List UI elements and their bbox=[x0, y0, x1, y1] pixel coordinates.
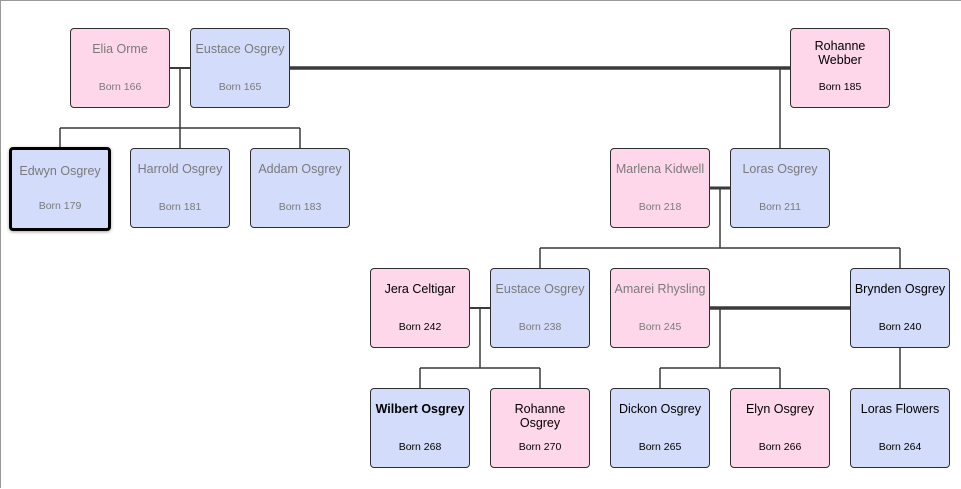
person-node-rohanne-osgrey[interactable]: Rohanne Osgrey Born 270 bbox=[490, 388, 590, 468]
person-name: Marlena Kidwell bbox=[615, 162, 705, 176]
person-name: Elyn Osgrey bbox=[745, 402, 815, 416]
person-birth: Born 266 bbox=[758, 441, 802, 453]
person-node-rohanne-webber[interactable]: Rohanne Webber Born 185 bbox=[790, 28, 890, 108]
person-node-amarei-rhysling[interactable]: Amarei Rhysling Born 245 bbox=[610, 268, 710, 348]
person-name: Wilbert Osgrey bbox=[375, 402, 465, 416]
person-birth: Born 185 bbox=[818, 81, 862, 93]
person-node-elyn-osgrey[interactable]: Elyn Osgrey Born 266 bbox=[730, 388, 830, 468]
person-birth: Born 166 bbox=[98, 81, 142, 93]
person-birth: Born 238 bbox=[518, 321, 562, 333]
person-name: Edwyn Osgrey bbox=[19, 164, 101, 178]
person-node-loras-flowers[interactable]: Loras Flowers Born 264 bbox=[850, 388, 950, 468]
person-node-elia-orme[interactable]: Elia Orme Born 166 bbox=[70, 28, 170, 108]
person-birth: Born 240 bbox=[878, 321, 922, 333]
person-node-loras-osgrey[interactable]: Loras Osgrey Born 211 bbox=[730, 148, 830, 228]
person-birth: Born 264 bbox=[878, 441, 922, 453]
person-birth: Born 268 bbox=[398, 441, 442, 453]
person-birth: Born 218 bbox=[638, 201, 682, 213]
person-birth: Born 181 bbox=[158, 201, 202, 213]
person-node-edwyn-osgrey[interactable]: Edwyn Osgrey Born 179 bbox=[9, 147, 111, 231]
person-name: Rohanne Webber bbox=[814, 39, 866, 67]
person-name: Harrold Osgrey bbox=[137, 162, 223, 176]
person-birth: Born 183 bbox=[278, 201, 322, 213]
person-birth: Born 165 bbox=[218, 81, 262, 93]
person-name: Loras Flowers bbox=[860, 402, 940, 416]
person-name: Elia Orme bbox=[92, 42, 148, 56]
person-name: Rohanne Osgrey bbox=[514, 402, 566, 430]
person-node-dickon-osgrey[interactable]: Dickon Osgrey Born 265 bbox=[610, 388, 710, 468]
person-node-brynden-osgrey[interactable]: Brynden Osgrey Born 240 bbox=[850, 268, 950, 348]
person-node-wilbert-osgrey[interactable]: Wilbert Osgrey Born 268 bbox=[370, 388, 470, 468]
person-name: Eustace Osgrey bbox=[195, 42, 285, 56]
person-birth: Born 179 bbox=[38, 200, 82, 212]
person-node-eustace-osgrey-2[interactable]: Eustace Osgrey Born 238 bbox=[490, 268, 590, 348]
person-birth: Born 270 bbox=[518, 441, 562, 453]
person-name: Eustace Osgrey bbox=[495, 282, 585, 296]
person-birth: Born 242 bbox=[398, 321, 442, 333]
person-name: Loras Osgrey bbox=[742, 162, 818, 176]
person-name: Jera Celtigar bbox=[384, 282, 456, 296]
person-node-jera-celtigar[interactable]: Jera Celtigar Born 242 bbox=[370, 268, 470, 348]
person-birth: Born 211 bbox=[759, 201, 801, 213]
person-node-eustace-osgrey[interactable]: Eustace Osgrey Born 165 bbox=[190, 28, 290, 108]
person-node-harrold-osgrey[interactable]: Harrold Osgrey Born 181 bbox=[130, 148, 230, 228]
person-birth: Born 245 bbox=[638, 321, 682, 333]
person-name: Dickon Osgrey bbox=[619, 402, 701, 416]
person-node-addam-osgrey[interactable]: Addam Osgrey Born 183 bbox=[250, 148, 350, 228]
person-name: Amarei Rhysling bbox=[614, 282, 706, 296]
person-birth: Born 265 bbox=[638, 441, 682, 453]
person-node-marlena-kidwell[interactable]: Marlena Kidwell Born 218 bbox=[610, 148, 710, 228]
person-name: Addam Osgrey bbox=[258, 162, 342, 176]
person-name: Brynden Osgrey bbox=[854, 282, 946, 296]
